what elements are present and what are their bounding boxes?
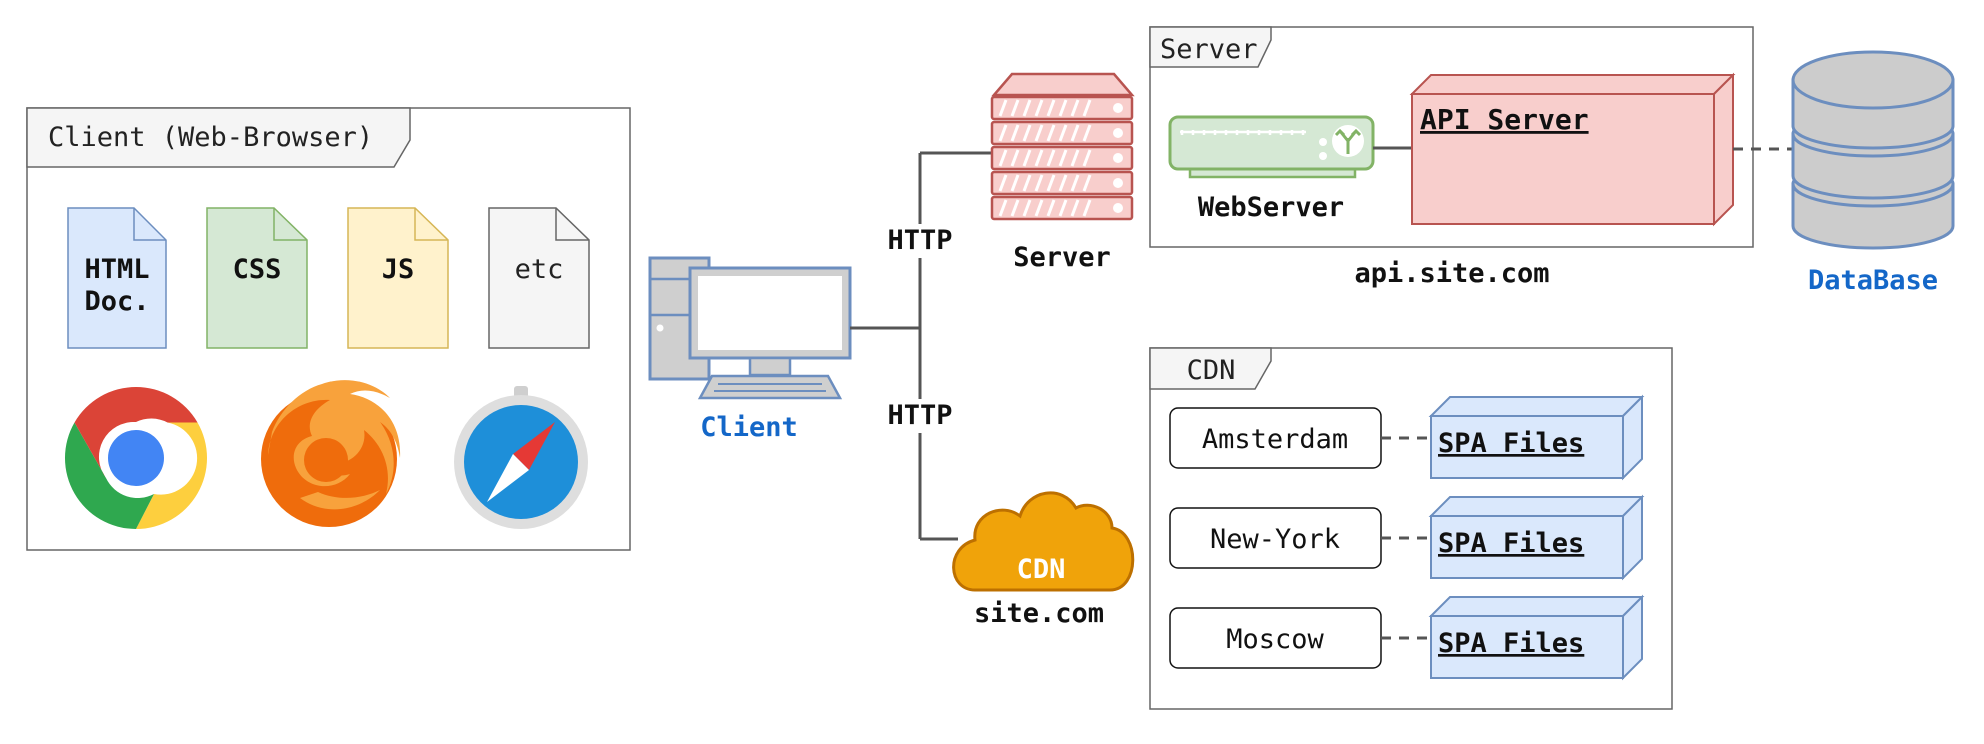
cdn-cloud-icon: CDN — [952, 491, 1135, 592]
firefox-icon — [261, 380, 401, 527]
http-top-label: HTTP — [887, 225, 952, 256]
safari-icon — [454, 386, 588, 529]
client-frame-title: Client (Web-Browser) — [48, 122, 373, 153]
file-label: etc — [515, 254, 564, 285]
server-frame-title: Server — [1160, 34, 1258, 65]
cdn-location-new-york: New-York SPA Files — [1169, 494, 1645, 581]
api-server-label: API Server — [1420, 103, 1589, 136]
file-label-line1: HTML — [84, 254, 149, 285]
http-connector-lines — [850, 151, 992, 541]
cdn-location-moscow: Moscow SPA Files — [1169, 594, 1645, 681]
database-icon — [1791, 50, 1955, 250]
api-domain-label: api.site.com — [1354, 258, 1549, 289]
cdn-frame-title: CDN — [1187, 355, 1236, 386]
file-js: JS — [347, 207, 449, 349]
file-etc: etc — [488, 207, 590, 349]
webserver-label: WebServer — [1198, 192, 1344, 223]
spa-files-label: SPA Files — [1438, 528, 1584, 559]
api-server-box: API Server — [1409, 72, 1736, 227]
spa-files-label: SPA Files — [1438, 428, 1584, 459]
cdn-cloud-text: CDN — [1017, 554, 1066, 585]
spa-files-label: SPA Files — [1438, 628, 1584, 659]
file-css: CSS — [206, 207, 308, 349]
chrome-icon — [64, 387, 208, 529]
server-rack-icon — [990, 72, 1135, 221]
database-label: DataBase — [1808, 265, 1938, 296]
client-label: Client — [700, 412, 798, 443]
http-bottom-label: HTTP — [887, 400, 952, 431]
file-label: JS — [382, 254, 415, 285]
cdn-city-label: Moscow — [1226, 624, 1324, 655]
cdn-city-label: New-York — [1210, 524, 1340, 555]
server-rack-leds — [1113, 103, 1123, 213]
server-rack-vents — [998, 99, 1092, 217]
file-label-line2: Doc. — [84, 286, 149, 317]
file-html-doc: HTML Doc. — [67, 207, 167, 349]
cdn-location-amsterdam: Amsterdam SPA Files — [1169, 394, 1645, 481]
cdn-domain-label: site.com — [974, 598, 1104, 629]
client-computer-icon — [648, 256, 852, 400]
webserver-icon — [1168, 115, 1375, 179]
server-rack-label: Server — [1013, 242, 1111, 273]
cdn-city-label: Amsterdam — [1202, 424, 1348, 455]
file-label: CSS — [233, 254, 282, 285]
